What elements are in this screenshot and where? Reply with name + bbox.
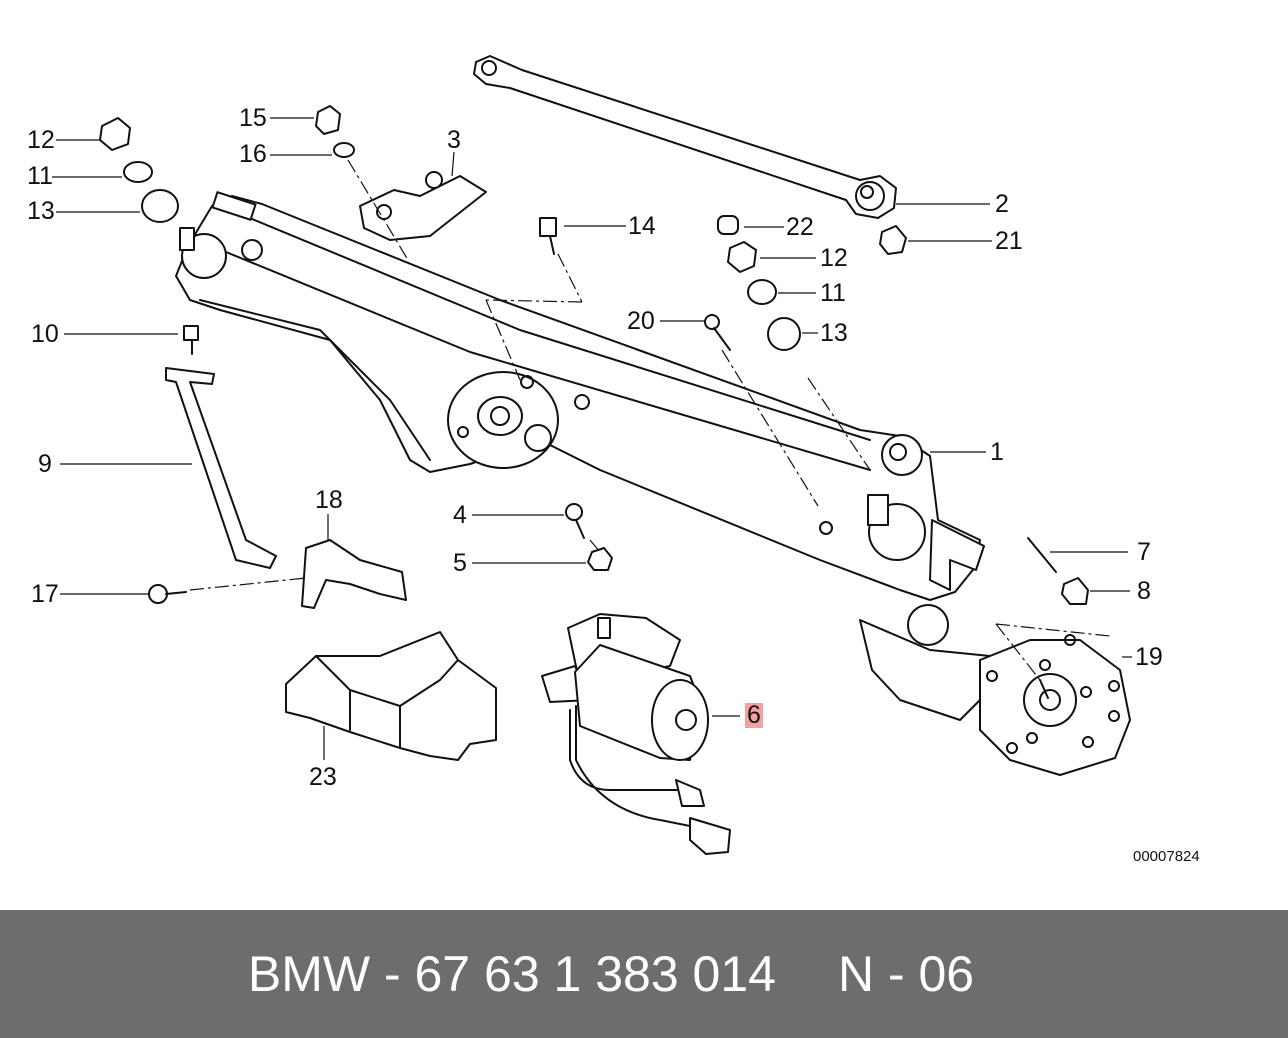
- callout-11-right: 11: [820, 279, 846, 307]
- part-2-upper-rod: [473, 55, 897, 219]
- callout-23: 23: [309, 763, 337, 791]
- callout-12-right: 12: [820, 244, 848, 272]
- callout-1: 1: [990, 438, 1004, 466]
- callout-6-highlighted: 6: [745, 701, 763, 729]
- callout-22: 22: [786, 213, 814, 241]
- callout-7: 7: [1137, 538, 1151, 566]
- part-19-gear-housing: [979, 634, 1131, 776]
- leader-lines: [52, 117, 1132, 760]
- part-23-cover: [285, 631, 497, 761]
- alignment-lines: [189, 159, 1111, 681]
- callout-13-right: 13: [820, 319, 848, 347]
- callout-17: 17: [31, 580, 59, 608]
- part-6-wiper-motor: [541, 613, 731, 855]
- callout-5: 5: [453, 549, 467, 577]
- callout-10: 10: [31, 320, 59, 348]
- callout-16: 16: [239, 140, 267, 168]
- part-1-main-frame: [175, 191, 991, 721]
- callout-14: 14: [628, 212, 656, 240]
- callout-13: 13: [27, 197, 55, 225]
- callout-15: 15: [239, 104, 267, 132]
- callout-19: 19: [1135, 643, 1163, 671]
- callout-9: 9: [38, 450, 52, 478]
- callout-8: 8: [1137, 577, 1151, 605]
- callout-12: 12: [27, 126, 55, 154]
- part-3-plate: [359, 171, 487, 241]
- callout-20: 20: [627, 307, 655, 335]
- callout-11: 11: [27, 162, 53, 190]
- callout-4: 4: [453, 501, 467, 529]
- callout-18: 18: [315, 486, 343, 514]
- diagram-id: 00007824: [1133, 848, 1200, 865]
- footer-text: BMW - 67 63 1 383 014 N - 06: [248, 945, 974, 1003]
- part-18-bracket: [301, 539, 407, 609]
- part-number: BMW - 67 63 1 383 014: [247, 946, 776, 1002]
- footer-bar: BMW - 67 63 1 383 014 N - 06: [0, 910, 1288, 1038]
- part-9-support-arm: [165, 367, 277, 569]
- page-code: N - 06: [837, 946, 975, 1002]
- callout-21: 21: [995, 227, 1023, 255]
- callout-2: 2: [995, 190, 1009, 218]
- wiper-linkage-diagram: [52, 55, 1132, 855]
- callout-3: 3: [447, 126, 461, 154]
